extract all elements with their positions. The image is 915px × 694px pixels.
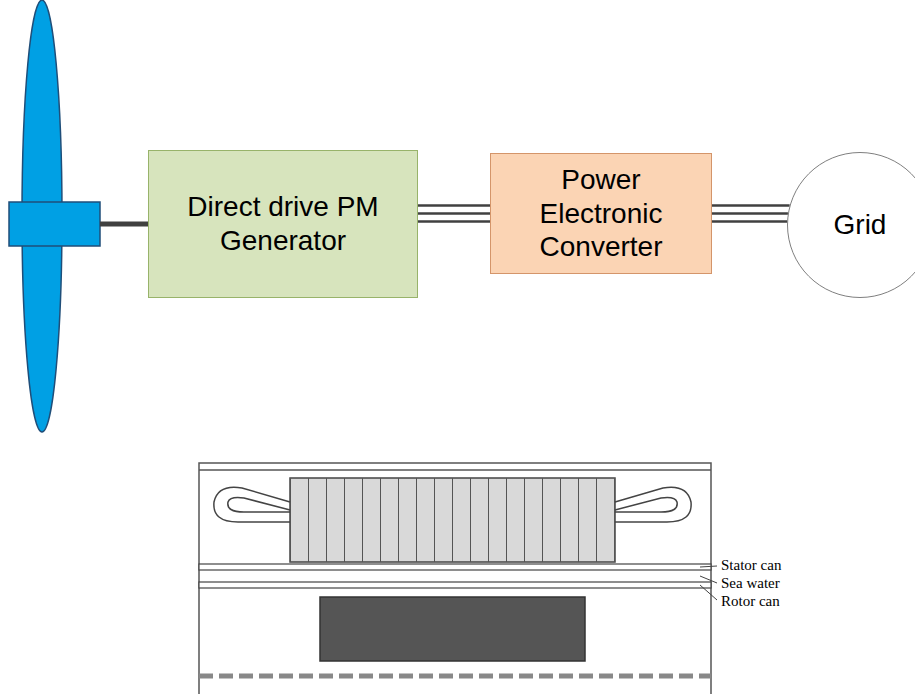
stator-slots [290,478,615,562]
grid-circle: Grid [787,152,915,298]
leader-line [700,585,717,600]
three-phase-connector [712,206,790,222]
end-winding [615,487,691,522]
end-winding [214,487,290,522]
three-phase-connector [418,206,490,222]
housing-inner [199,469,711,471]
node-text: Direct drive PM Generator [155,190,411,257]
part-label: Rotor can [720,593,781,610]
rotor-magnet [320,597,585,661]
part-label: Sea water [720,575,781,592]
process-box: Direct drive PM Generator [148,150,418,298]
part-label: Stator can [720,557,782,574]
machine-section [199,463,717,694]
turbine-hub [9,202,100,246]
shaft [100,222,150,227]
leader-line [700,576,717,583]
shaft-line [199,674,711,679]
node-text: Grid [834,208,887,242]
leader-line [700,566,717,567]
stator-core [290,478,615,562]
rotor-can [199,582,711,588]
process-box: Power Electronic Converter [490,153,712,274]
stator-can [199,564,711,570]
node-text: Power Electronic Converter [497,163,705,264]
housing [199,463,711,694]
turbine [9,0,150,432]
